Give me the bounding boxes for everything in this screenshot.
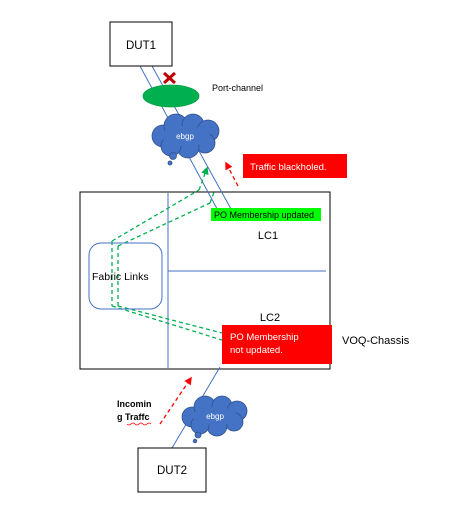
fabric-links-dashed bbox=[111, 166, 223, 341]
po-not-updated-box bbox=[222, 325, 332, 364]
cloud-icon bbox=[181, 395, 248, 444]
lc1-label: LC1 bbox=[258, 230, 278, 242]
incoming-traffic-underline bbox=[126, 422, 152, 426]
voq-chassis-box bbox=[79, 191, 331, 370]
x-mark-icon bbox=[162, 71, 177, 85]
incoming-traffic-arrow bbox=[159, 376, 192, 425]
dut2-box bbox=[137, 447, 207, 493]
traffic-blackholed-box bbox=[243, 154, 347, 178]
po-not-updated-line2: not updated. bbox=[230, 345, 283, 356]
fabric-links-box bbox=[88, 242, 163, 310]
lc2-label: LC2 bbox=[260, 312, 280, 324]
fabric-links-label: Fabric Links bbox=[92, 271, 149, 283]
dut1-label: DUT1 bbox=[126, 40, 156, 52]
po-updated-label: PO Membership updated bbox=[214, 210, 314, 220]
dut1-box bbox=[109, 21, 173, 67]
incoming-traffic-line1: Incomin bbox=[117, 399, 152, 409]
ebgp-top-label: ebgp bbox=[176, 132, 194, 141]
ebgp-bottom-label: ebgp bbox=[206, 412, 224, 421]
dut2-label: DUT2 bbox=[157, 465, 187, 477]
cloud-icon bbox=[151, 113, 220, 166]
incoming-traffic-line2: g Traffc bbox=[117, 412, 150, 422]
po-updated-box bbox=[211, 208, 321, 221]
po-not-updated-line1: PO Membership bbox=[230, 332, 299, 343]
blackholed-traffic-arrow bbox=[225, 161, 239, 187]
voq-chassis-label: VOQ-Chassis bbox=[342, 335, 410, 347]
port-channel-ellipse bbox=[142, 84, 200, 108]
traffic-blackholed-label: Traffic blackholed. bbox=[250, 162, 327, 173]
port-channel-label: Port-channel bbox=[212, 83, 263, 93]
